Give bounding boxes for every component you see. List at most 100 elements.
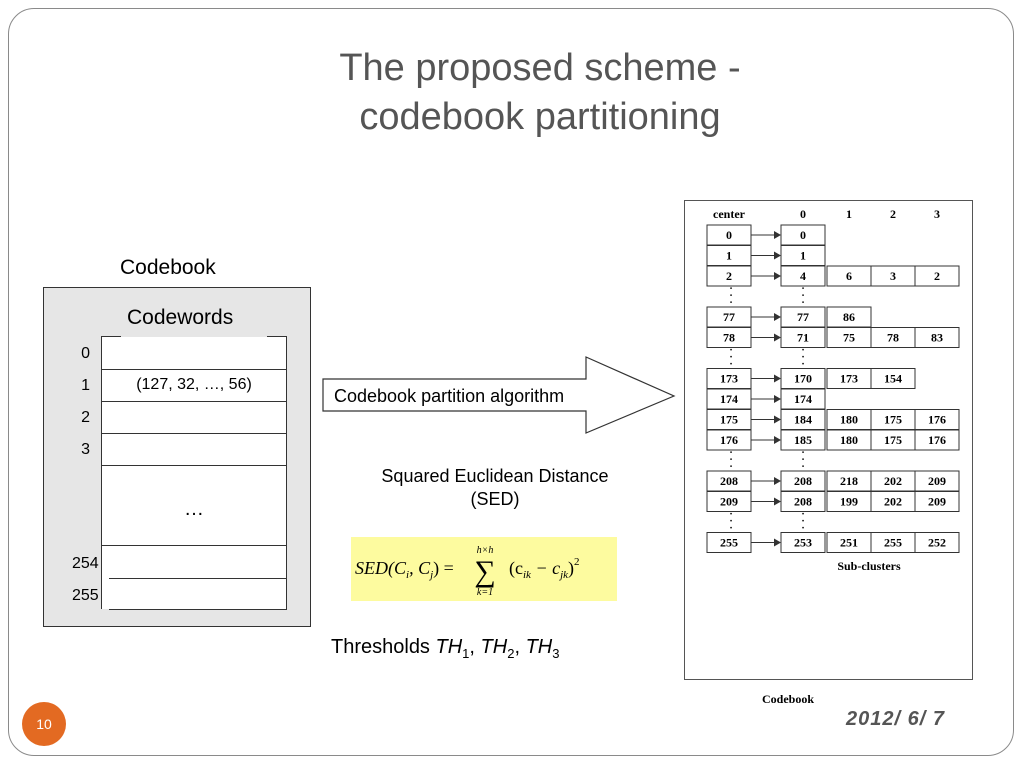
- center-value: 176: [720, 433, 738, 447]
- center-arrow-head: [774, 436, 781, 444]
- subcluster-value: 175: [884, 433, 902, 447]
- center-arrow-head: [774, 251, 781, 260]
- table-dot: ·: [801, 462, 804, 473]
- codeword-index: 255: [72, 587, 99, 604]
- subcluster-value: 2: [934, 269, 940, 283]
- codeword-index: 1: [81, 377, 90, 394]
- subcluster-value: 202: [884, 495, 902, 509]
- subcluster-cell: [914, 491, 960, 512]
- arrow-shape: [322, 356, 676, 434]
- subcluster-value: 4: [800, 269, 806, 283]
- subcluster-value: 180: [840, 433, 858, 447]
- table-dot: ·: [729, 455, 732, 466]
- table-dot: ·: [801, 352, 804, 363]
- partition-algorithm-label: Codebook partition algorithm: [334, 386, 565, 406]
- center-value: 2: [726, 269, 732, 283]
- table-dot: ·: [801, 291, 804, 302]
- table-dot: ·: [729, 448, 732, 459]
- table-dot: ·: [801, 448, 804, 459]
- sum-symbol: ∑: [474, 555, 495, 588]
- center-value: 174: [720, 392, 738, 406]
- codeword-separator: [101, 401, 287, 402]
- subcluster-value: 86: [843, 310, 855, 324]
- subcluster-cell: [870, 368, 916, 389]
- center-arrow-head: [774, 272, 781, 280]
- center-value: 173: [720, 372, 738, 386]
- table-caption: Codebook: [762, 692, 814, 706]
- center-value: 175: [720, 413, 738, 427]
- center-arrow-head: [774, 313, 781, 321]
- table-dot: ·: [801, 516, 804, 527]
- subcluster-value: 6: [846, 269, 852, 283]
- codeword-ellipsis: …: [184, 498, 204, 520]
- subcluster-value: 1: [800, 249, 806, 263]
- table-header: center: [713, 207, 746, 221]
- subcluster-value: 174: [794, 392, 812, 406]
- subcluster-cell: [914, 327, 960, 348]
- codeword-value: (127, 32, …, 56): [136, 376, 252, 393]
- subcluster-value: 180: [840, 413, 858, 427]
- center-arrow-head: [774, 395, 781, 403]
- table-dot: ·: [729, 284, 732, 295]
- subcluster-cell: [780, 265, 826, 287]
- center-value: 77: [723, 310, 735, 324]
- sed-label-line-2: (SED): [470, 489, 520, 509]
- codewords-box: [101, 337, 287, 609]
- codewords-rule-left: [101, 336, 121, 337]
- subcluster-value: 185: [794, 433, 812, 447]
- slide-title: The proposed scheme - codebook partition…: [200, 44, 880, 142]
- sum-lower-limit: k=1: [477, 587, 493, 598]
- table-dot: ·: [801, 509, 804, 520]
- subcluster-value: 209: [928, 495, 946, 509]
- sed-label-line-1: Squared Euclidean Distance: [381, 466, 609, 486]
- center-value: 208: [720, 474, 738, 488]
- center-arrow-head: [774, 477, 781, 485]
- table-header: 1: [846, 207, 852, 221]
- subclusters-label: Sub-clusters: [837, 559, 901, 573]
- codeword-separator: [101, 465, 287, 466]
- subcluster-value: 83: [931, 331, 943, 345]
- table-dot: ·: [729, 345, 732, 356]
- codewords-header: Codewords: [127, 306, 234, 329]
- center-value: 78: [723, 331, 735, 345]
- formula-rhs: (cik − cjk)2: [509, 556, 580, 581]
- subcluster-value: 202: [884, 474, 902, 488]
- codeword-separator: [109, 609, 287, 610]
- center-value: 255: [720, 536, 738, 550]
- slide-frame: [8, 8, 1014, 756]
- subcluster-cell: [780, 327, 826, 348]
- center-value: 1: [726, 249, 732, 263]
- subcluster-value: 3: [890, 269, 896, 283]
- table-dot: ·: [801, 523, 804, 534]
- table-dot: ·: [801, 298, 804, 309]
- table-dot: ·: [729, 352, 732, 363]
- subcluster-value: 252: [928, 536, 946, 550]
- center-value: 0: [726, 228, 732, 242]
- subcluster-value: 0: [800, 228, 806, 242]
- codeword-separator: [101, 433, 287, 434]
- subcluster-value: 184: [794, 413, 812, 427]
- subcluster-value: 209: [928, 474, 946, 488]
- subcluster-cell: [780, 491, 826, 512]
- subcluster-value: 170: [794, 372, 812, 386]
- subcluster-value: 78: [887, 331, 899, 345]
- subcluster-cell: [780, 429, 826, 451]
- center-arrow-head: [774, 231, 781, 239]
- center-value: 209: [720, 495, 738, 509]
- thresholds-label: Thresholds TH1, TH2, TH3: [331, 636, 560, 661]
- table-dot: ·: [729, 298, 732, 309]
- codeword-separator: [101, 545, 287, 546]
- subcluster-cell: [914, 265, 960, 287]
- formula-lhs: SED(Ci, Cj) =: [355, 558, 454, 581]
- subcluster-value: 173: [840, 372, 858, 386]
- subcluster-value: 199: [840, 495, 858, 509]
- table-dot: ·: [729, 509, 732, 520]
- center-arrow-head: [774, 374, 781, 383]
- table-dot: ·: [729, 516, 732, 527]
- slide-date: 2012/ 6/ 7: [846, 708, 945, 730]
- subcluster-value: 175: [884, 413, 902, 427]
- codeword-separator: [101, 369, 287, 370]
- codeword-separator: [109, 578, 287, 579]
- subcluster-value: 255: [884, 536, 902, 550]
